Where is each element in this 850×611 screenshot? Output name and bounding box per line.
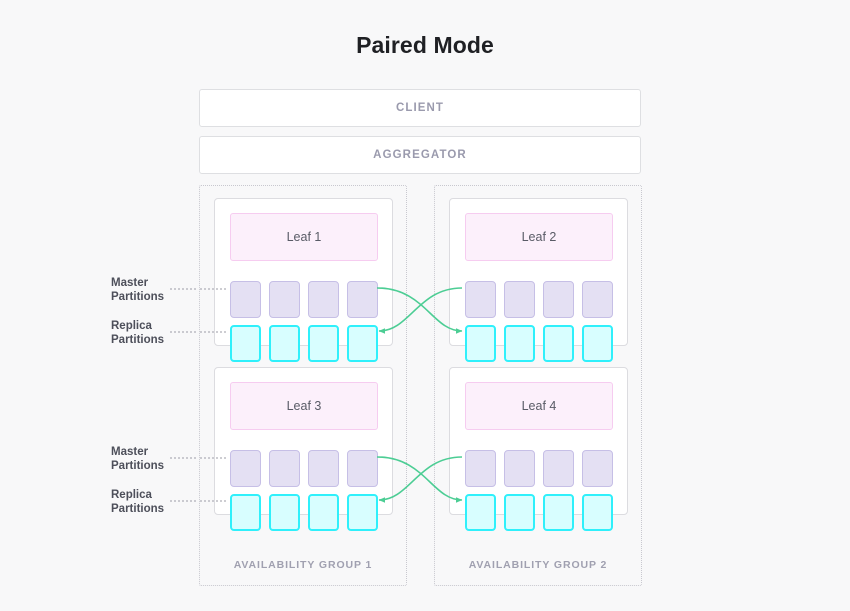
- client-label: CLIENT: [395, 102, 445, 114]
- replica-partitions-label-top: Replica Partitions: [111, 319, 197, 347]
- master-partition: [504, 281, 535, 318]
- master-partition: [230, 450, 261, 487]
- replica-partition: [308, 325, 339, 362]
- replica-partition: [269, 325, 300, 362]
- replica-label-line1: Replica: [111, 489, 152, 501]
- master-partition: [465, 450, 496, 487]
- replica-partition: [543, 325, 574, 362]
- replica-partition: [269, 494, 300, 531]
- replica-label-line1: Replica: [111, 320, 152, 332]
- master-partition: [308, 281, 339, 318]
- replica-partition: [230, 325, 261, 362]
- master-partition: [308, 450, 339, 487]
- leaf-header-1: Leaf 1: [230, 213, 378, 261]
- availability-group-2: Leaf 2 Leaf 4: [434, 185, 642, 586]
- master-partition-row-leaf4: [465, 450, 617, 487]
- replica-partition: [465, 325, 496, 362]
- replica-partition: [308, 494, 339, 531]
- leaf-header-4: Leaf 4: [465, 382, 613, 430]
- leaf-name-1: Leaf 1: [286, 230, 322, 244]
- leaf-header-3: Leaf 3: [230, 382, 378, 430]
- master-partition: [582, 281, 613, 318]
- replica-partition: [504, 494, 535, 531]
- aggregator-label: AGGREGATOR: [373, 149, 467, 161]
- leaf-name-2: Leaf 2: [521, 230, 557, 244]
- master-partition: [347, 281, 378, 318]
- leaf-card-4: Leaf 4: [449, 367, 628, 531]
- aggregator-node: AGGREGATOR: [199, 136, 641, 174]
- master-partition: [347, 450, 378, 487]
- availability-group-1: Leaf 1 Leaf 3: [199, 185, 407, 586]
- replica-partition-row-leaf1: [230, 325, 382, 362]
- master-partition: [543, 281, 574, 318]
- leaf-name-4: Leaf 4: [521, 399, 557, 413]
- master-label-line1: Master: [111, 446, 149, 458]
- replica-partition-row-leaf3: [230, 494, 382, 531]
- replica-partition: [465, 494, 496, 531]
- master-partition-row-leaf2: [465, 281, 617, 318]
- replica-partition: [347, 494, 378, 531]
- replica-partition-row-leaf4: [465, 494, 617, 531]
- master-label-line1: Master: [111, 277, 149, 289]
- master-partition-row-leaf3: [230, 450, 382, 487]
- replica-partition: [582, 494, 613, 531]
- replica-partition: [543, 494, 574, 531]
- master-partition: [543, 450, 574, 487]
- master-partitions-label-bottom: Master Partitions: [111, 445, 197, 473]
- master-partition: [269, 281, 300, 318]
- replica-partition: [230, 494, 261, 531]
- replica-label-line2: Partitions: [111, 503, 165, 515]
- leaf-card-3: Leaf 3: [214, 367, 393, 531]
- master-label-line2: Partitions: [111, 291, 165, 303]
- page-title: Paired Mode: [356, 32, 494, 58]
- master-label-line2: Partitions: [111, 460, 165, 472]
- master-partition: [582, 450, 613, 487]
- availability-group-1-label: AVAILABILITY GROUP 1: [233, 559, 373, 571]
- master-partitions-label-top: Master Partitions: [111, 276, 197, 304]
- leaf-header-2: Leaf 2: [465, 213, 613, 261]
- leaf-name-3: Leaf 3: [286, 399, 322, 413]
- replica-partition: [347, 325, 378, 362]
- replica-partition: [504, 325, 535, 362]
- client-node: CLIENT: [199, 89, 641, 127]
- master-partition: [465, 281, 496, 318]
- master-partition: [269, 450, 300, 487]
- replica-label-line2: Partitions: [111, 334, 165, 346]
- replica-partition-row-leaf2: [465, 325, 617, 362]
- master-partition: [504, 450, 535, 487]
- replica-partition: [582, 325, 613, 362]
- leaf-card-1: Leaf 1: [214, 198, 393, 362]
- master-partition: [230, 281, 261, 318]
- availability-group-2-label: AVAILABILITY GROUP 2: [468, 559, 608, 571]
- leaf-card-2: Leaf 2: [449, 198, 628, 362]
- master-partition-row-leaf1: [230, 281, 382, 318]
- replica-partitions-label-bottom: Replica Partitions: [111, 488, 197, 516]
